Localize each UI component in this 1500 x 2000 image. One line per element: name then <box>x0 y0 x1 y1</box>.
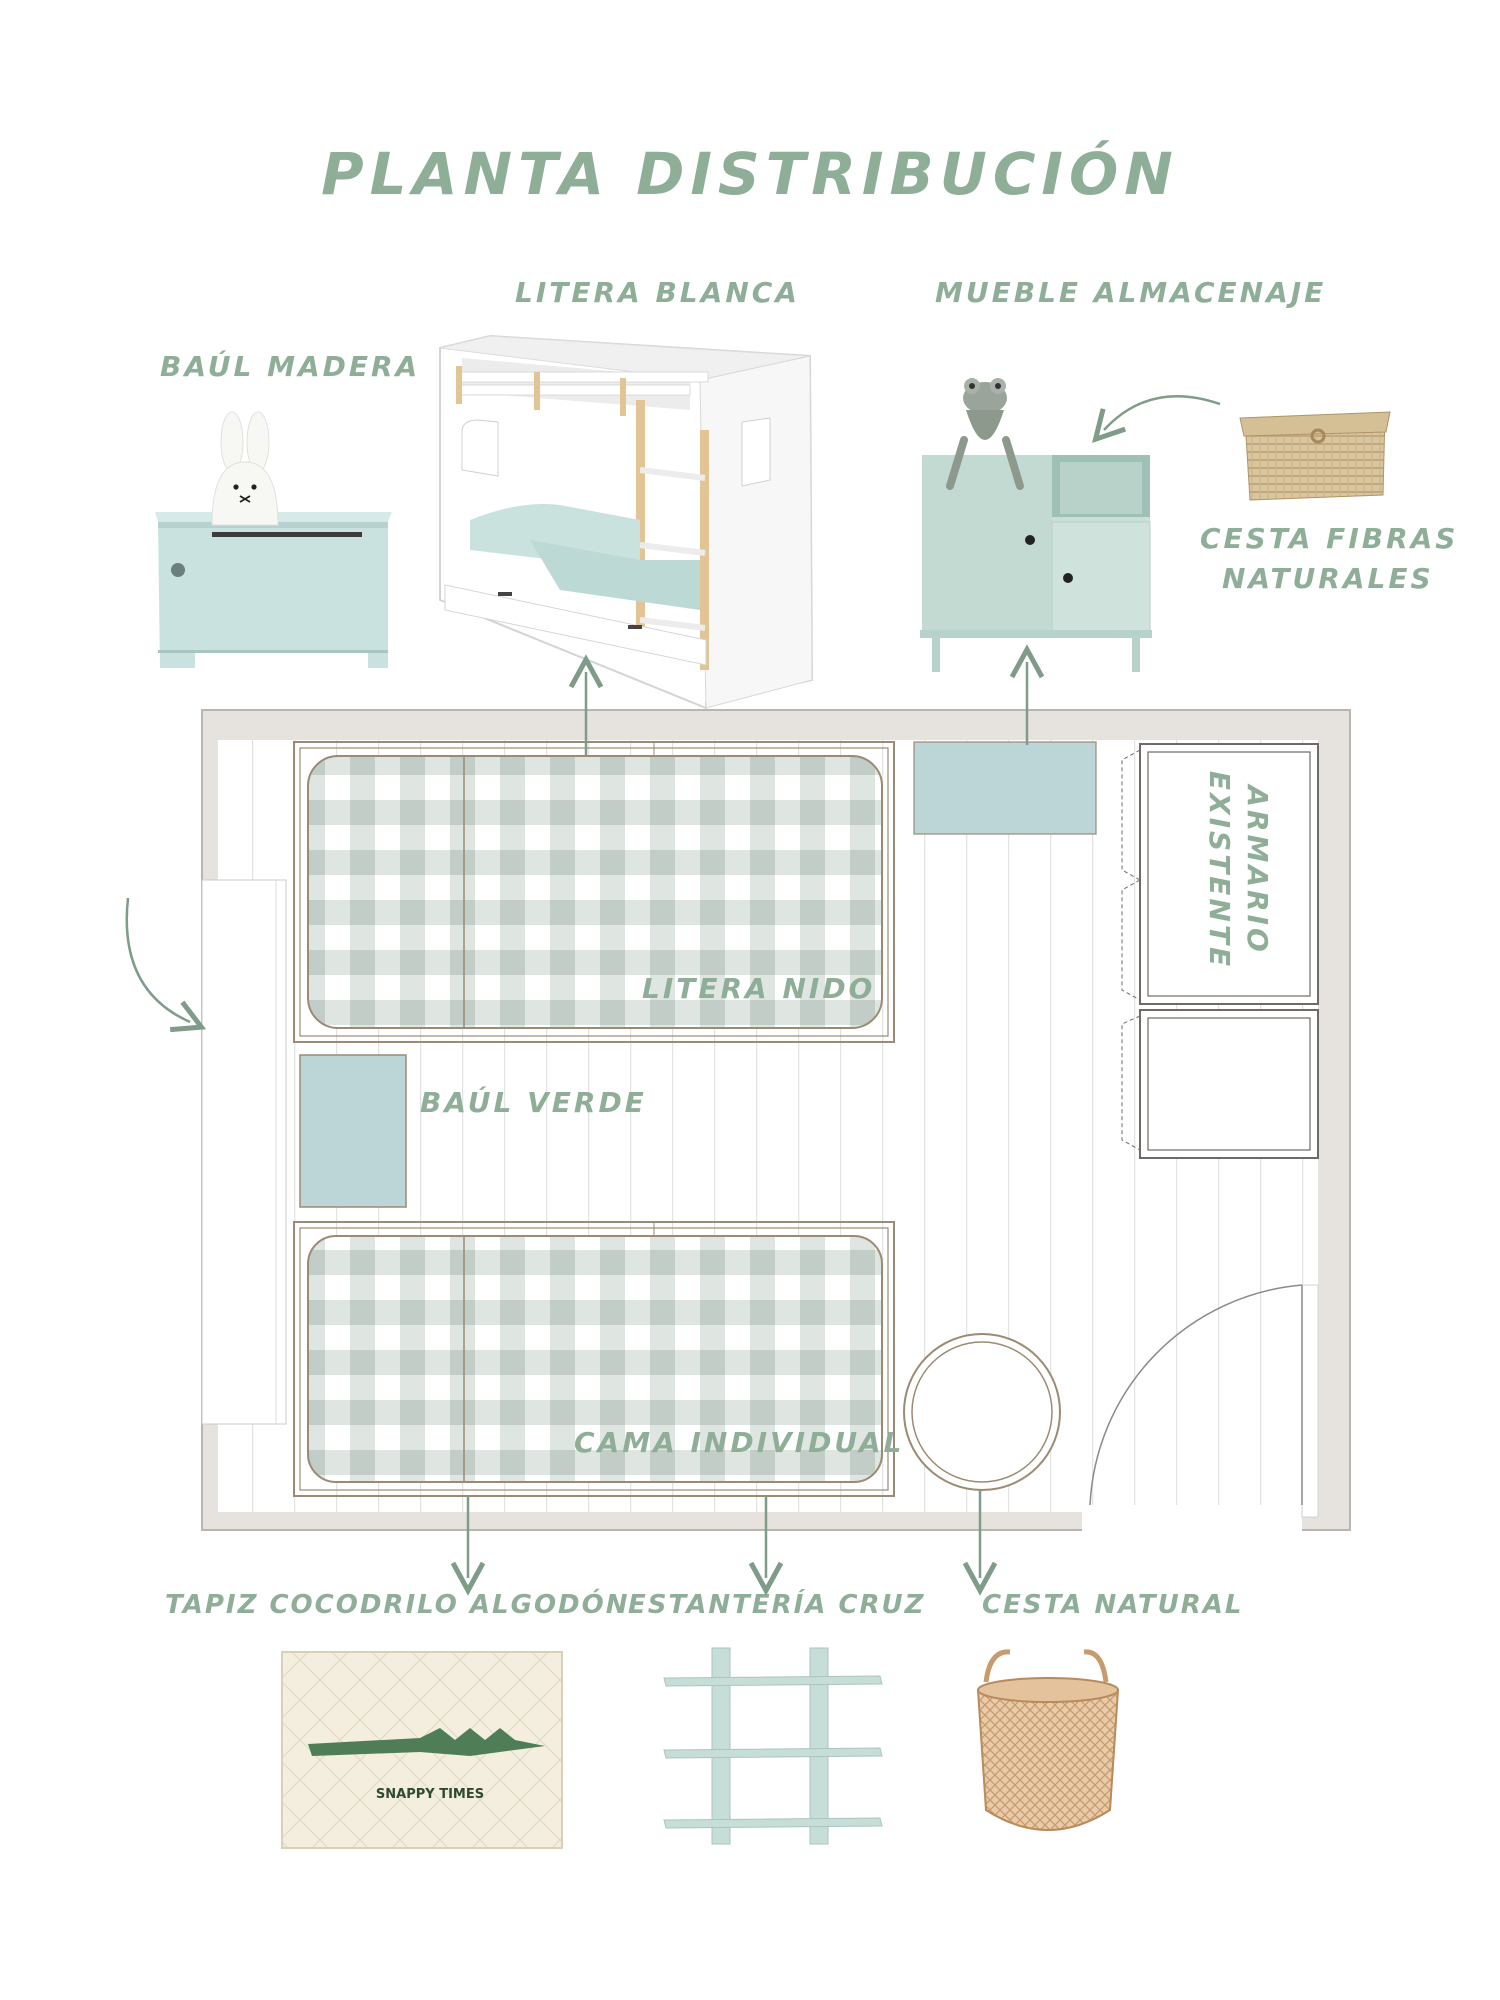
cesta-natural-image <box>976 1649 1120 1831</box>
plan-label-armario-2: EXISTENTE <box>1203 771 1236 969</box>
label-cesta-natural: CESTA NATURAL <box>982 1590 1244 1620</box>
rug-text: SNAPPY TIMES <box>376 1787 484 1802</box>
cesta-fibras-image <box>1239 411 1391 501</box>
baul-madera-image <box>155 411 392 668</box>
plan-label-cama-individual: CAMA INDIVIDUAL <box>574 1426 904 1459</box>
plan-label-armario-1: ARMARIO <box>1241 783 1274 955</box>
floor-plan <box>201 709 1351 1531</box>
plan-label-litera-nido: LITERA NIDO <box>642 972 875 1005</box>
litera-nido-furniture <box>293 741 895 1043</box>
mueble-almacenaje-image <box>920 378 1152 672</box>
page-title: PLANTA DISTRIBUCIÓN <box>321 140 1179 208</box>
label-cesta-fibras-2: NATURALES <box>1222 562 1434 595</box>
label-litera-blanca: LITERA BLANCA <box>515 276 800 309</box>
cama-individual-furniture <box>293 1221 895 1497</box>
plan-label-baul-verde: BAÚL VERDE <box>420 1085 647 1119</box>
armario-existente <box>1121 743 1319 1159</box>
label-baul-madera: BAÚL MADERA <box>160 350 421 383</box>
frog-toy-icon <box>946 378 1024 490</box>
label-cesta-fibras-1: CESTA FIBRAS <box>1200 522 1459 555</box>
label-mueble-almacenaje: MUEBLE ALMACENAJE <box>935 276 1327 309</box>
label-tapiz: TAPIZ COCODRILO ALGODÓN <box>165 1590 630 1620</box>
bunny-lamp-icon <box>211 411 279 526</box>
litera-blanca-image <box>439 334 814 710</box>
tapiz-cocodrilo-image: SNAPPY TIMES <box>281 1651 563 1849</box>
connector-arrows <box>125 394 1221 1578</box>
estanteria-cruz-image <box>663 1647 883 1845</box>
